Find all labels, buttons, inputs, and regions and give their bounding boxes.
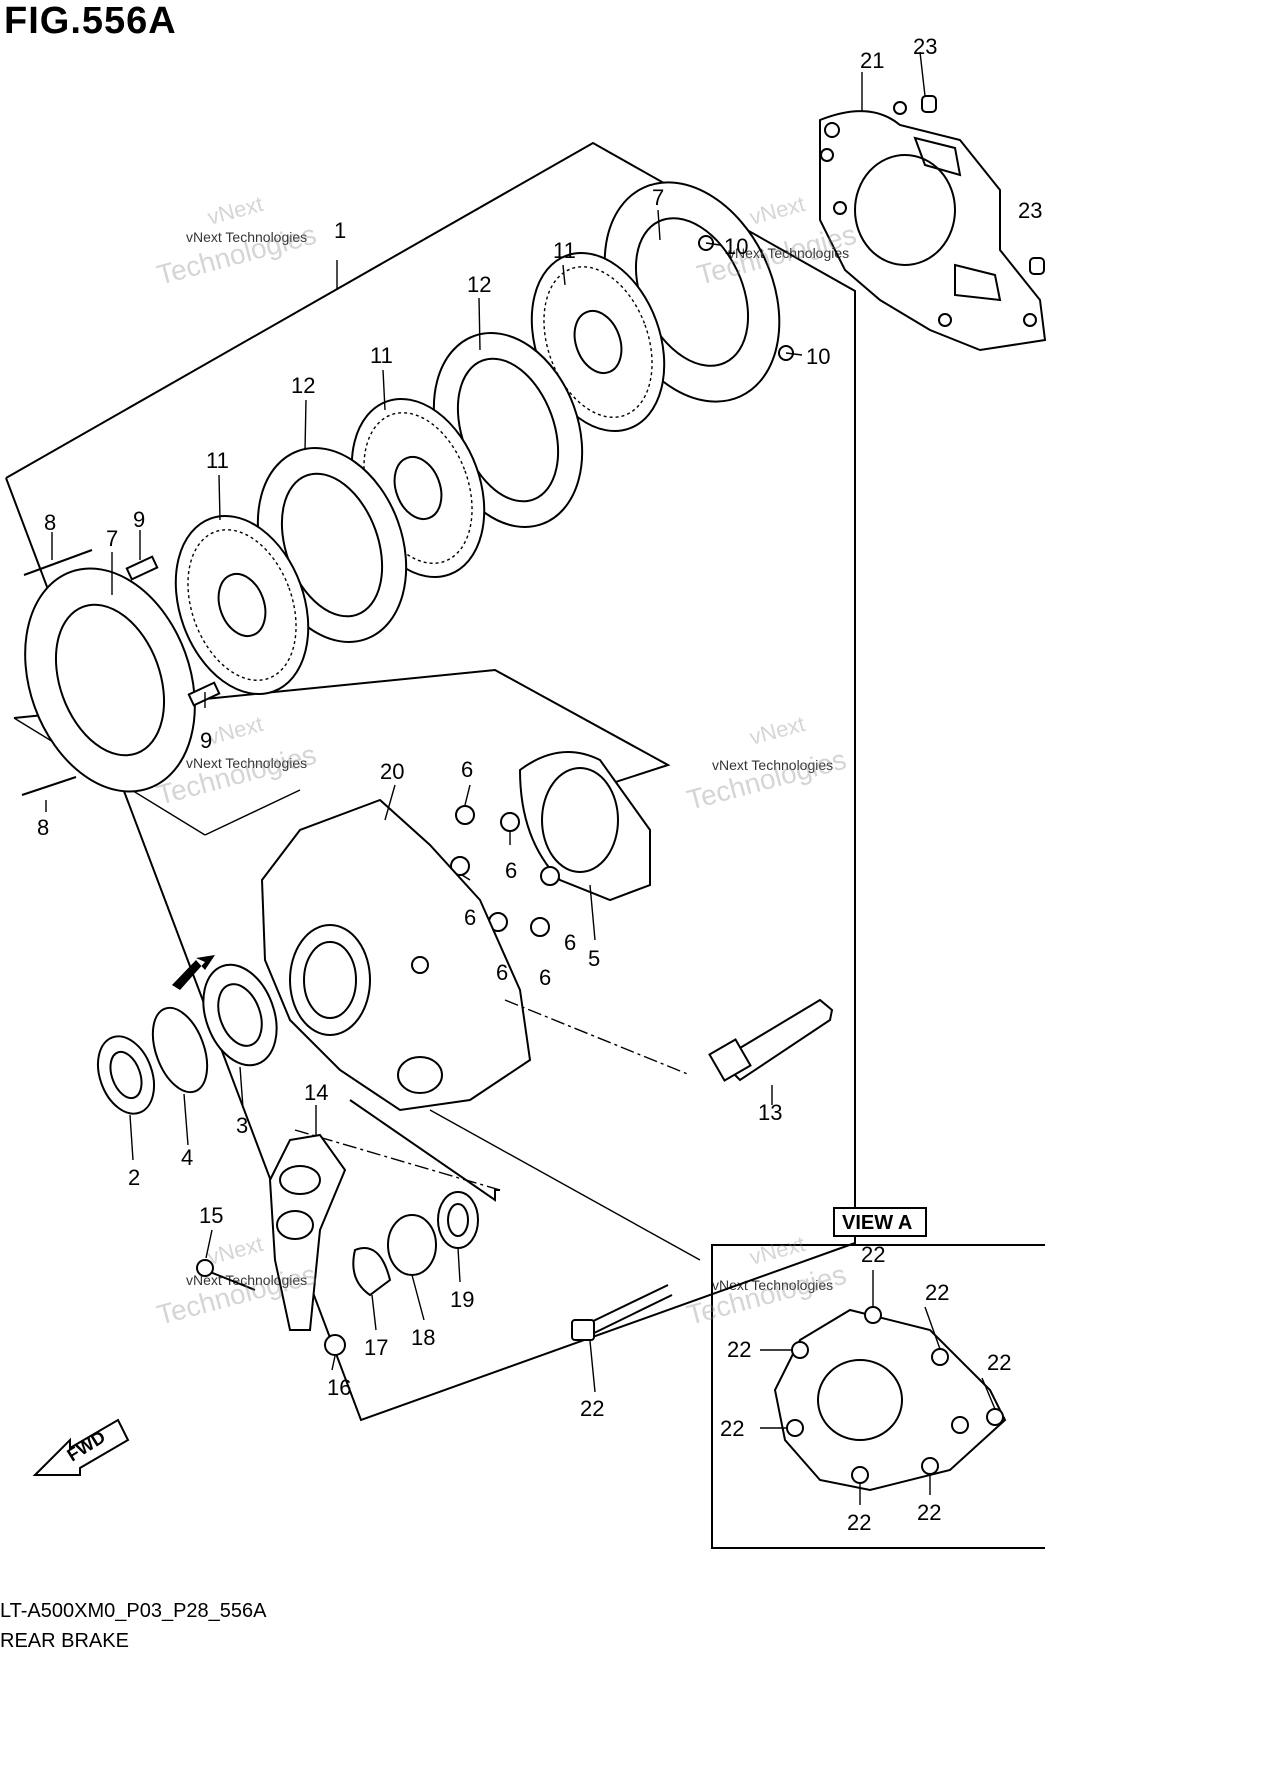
view-a-label: VIEW A bbox=[842, 1212, 912, 1234]
figure-title: FIG.556A bbox=[4, 0, 177, 42]
spring-9-top bbox=[125, 555, 159, 581]
bolt-22 bbox=[571, 1284, 673, 1341]
callout-12a: 12 bbox=[467, 272, 491, 297]
callout-9b: 9 bbox=[200, 728, 212, 753]
callout-23b: 23 bbox=[1018, 198, 1042, 223]
nut-16 bbox=[324, 1334, 346, 1356]
svg-text:vNext: vNext bbox=[205, 711, 266, 750]
callout-1: 1 bbox=[334, 218, 346, 243]
view-a-label-box bbox=[833, 1207, 927, 1237]
svg-text:vNext Technologies: vNext Technologies bbox=[728, 245, 849, 261]
callout-2: 2 bbox=[128, 1165, 140, 1190]
callout-21: 21 bbox=[860, 48, 884, 73]
oil-seal-2 bbox=[96, 1035, 156, 1115]
callout-22e: 22 bbox=[720, 1416, 744, 1441]
spring-18 bbox=[387, 1214, 437, 1276]
view-a-frame bbox=[711, 1244, 1045, 1549]
callout-10b: 10 bbox=[806, 344, 830, 369]
callout-6e: 6 bbox=[496, 960, 508, 985]
callout-15: 15 bbox=[199, 1203, 223, 1228]
gasket-21 bbox=[819, 101, 1047, 352]
callout-22g: 22 bbox=[917, 1500, 941, 1525]
cam-plate-5 bbox=[518, 751, 651, 902]
direction-arrow bbox=[172, 955, 215, 990]
figure-code: LT-A500XM0_P03_P28_556A bbox=[0, 1600, 267, 1622]
callouts: 1 2 3 4 5 6 6 6 6 6 6 7 7 8 8 9 9 10 10 … bbox=[37, 34, 1042, 1535]
callout-6c: 6 bbox=[464, 905, 476, 930]
seal-19 bbox=[437, 1191, 479, 1249]
leader-lines bbox=[45, 51, 996, 1505]
svg-text:vNext Technologies: vNext Technologies bbox=[186, 755, 307, 771]
callout-17: 17 bbox=[364, 1335, 388, 1360]
callout-19: 19 bbox=[450, 1287, 474, 1312]
callout-18: 18 bbox=[411, 1325, 435, 1350]
callout-22b: 22 bbox=[925, 1280, 949, 1305]
callout-6a: 6 bbox=[461, 757, 473, 782]
dowel-23a bbox=[921, 95, 937, 113]
callout-8b: 8 bbox=[37, 815, 49, 840]
callout-22d: 22 bbox=[987, 1350, 1011, 1375]
svg-text:vNext Technologies: vNext Technologies bbox=[712, 1277, 833, 1293]
callout-3: 3 bbox=[236, 1113, 248, 1138]
dowel-23b bbox=[1029, 257, 1045, 275]
callout-22f: 22 bbox=[847, 1510, 871, 1535]
fwd-arrow: FWD bbox=[32, 1418, 130, 1476]
callout-11b: 11 bbox=[370, 343, 393, 368]
svg-text:vNext Technologies: vNext Technologies bbox=[712, 757, 833, 773]
callout-6b: 6 bbox=[505, 858, 517, 883]
callout-8a: 8 bbox=[44, 510, 56, 535]
callout-7b: 7 bbox=[106, 526, 118, 551]
callout-22-bolt: 22 bbox=[580, 1396, 604, 1421]
figure-name: REAR BRAKE bbox=[0, 1630, 129, 1652]
svg-text:vNext: vNext bbox=[205, 1231, 266, 1270]
callout-20: 20 bbox=[380, 759, 404, 784]
svg-text:vNext Technologies: vNext Technologies bbox=[186, 1272, 307, 1288]
callout-11c: 11 bbox=[206, 448, 229, 473]
brake-case-20 bbox=[260, 798, 532, 1112]
balls-6 bbox=[450, 805, 560, 937]
callout-22c: 22 bbox=[727, 1337, 751, 1362]
pin-8-bottom bbox=[21, 776, 77, 796]
callout-5: 5 bbox=[588, 946, 600, 971]
view-a-cover bbox=[773, 1306, 1007, 1492]
callout-9a: 9 bbox=[133, 507, 145, 532]
lever-14 bbox=[268, 1133, 347, 1331]
callout-14: 14 bbox=[304, 1080, 328, 1105]
callout-12b: 12 bbox=[291, 373, 315, 398]
callout-11a: 11 bbox=[553, 238, 576, 263]
callout-7a: 7 bbox=[652, 185, 664, 210]
spring-9-bottom bbox=[187, 681, 221, 707]
pressure-plate-7-bottom bbox=[24, 567, 196, 793]
svg-text:Technologies: Technologies bbox=[684, 744, 850, 816]
svg-text:vNext Technologies: vNext Technologies bbox=[186, 229, 307, 245]
bearing-3 bbox=[202, 963, 278, 1067]
friction-plate-11-c bbox=[174, 514, 310, 696]
callout-6d: 6 bbox=[564, 930, 576, 955]
svg-text:vNext: vNext bbox=[205, 191, 266, 230]
svg-text:vNext: vNext bbox=[747, 711, 808, 750]
shaft-13 bbox=[708, 998, 834, 1082]
callout-6f: 6 bbox=[539, 965, 551, 990]
bolt-15 bbox=[204, 1269, 256, 1291]
callout-16: 16 bbox=[327, 1375, 351, 1400]
pin-8-top bbox=[23, 549, 93, 576]
plate-17 bbox=[352, 1247, 392, 1297]
callout-10a: 10 bbox=[724, 234, 748, 259]
callout-22a: 22 bbox=[861, 1242, 885, 1267]
svg-text:Technologies: Technologies bbox=[684, 1259, 850, 1331]
callout-4: 4 bbox=[181, 1145, 193, 1170]
circlip-4 bbox=[151, 1006, 209, 1094]
svg-text:vNext: vNext bbox=[747, 191, 808, 230]
callout-23a: 23 bbox=[913, 34, 937, 59]
callout-13: 13 bbox=[758, 1100, 782, 1125]
